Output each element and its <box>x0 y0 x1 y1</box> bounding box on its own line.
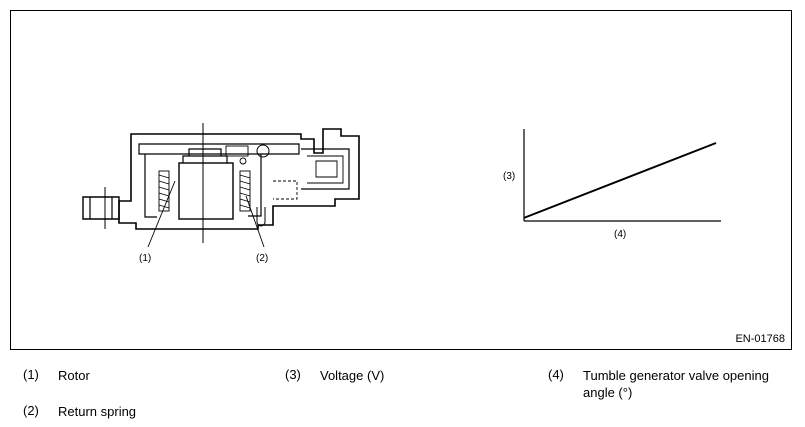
figure-frame: (1) (2) (3) (4) EN-01768 <box>10 10 792 350</box>
return-spring-right <box>239 170 251 212</box>
legend-number: (2) <box>23 403 39 418</box>
return-spring-left <box>158 170 170 212</box>
legend-number: (1) <box>23 367 39 382</box>
output-line <box>523 142 717 219</box>
callout-2: (2) <box>256 253 268 264</box>
callout-1: (1) <box>139 253 151 264</box>
legend-text: Voltage (V) <box>320 368 385 383</box>
legend-number: (3) <box>285 367 301 382</box>
legend-text: Tumble generator valve opening angle (°) <box>583 368 769 400</box>
legend-text: Rotor <box>58 368 90 383</box>
sensor-cross-section <box>82 123 360 248</box>
figure-code: EN-01768 <box>735 333 785 345</box>
output-graph: (3) (4) <box>503 129 721 240</box>
x-axis-label: (4) <box>614 229 626 240</box>
y-axis-label: (3) <box>503 171 515 182</box>
legend-text: Return spring <box>58 404 137 419</box>
figure-drawing: (1) (2) (3) (4) <box>82 123 721 264</box>
legend-number: (4) <box>548 367 564 382</box>
